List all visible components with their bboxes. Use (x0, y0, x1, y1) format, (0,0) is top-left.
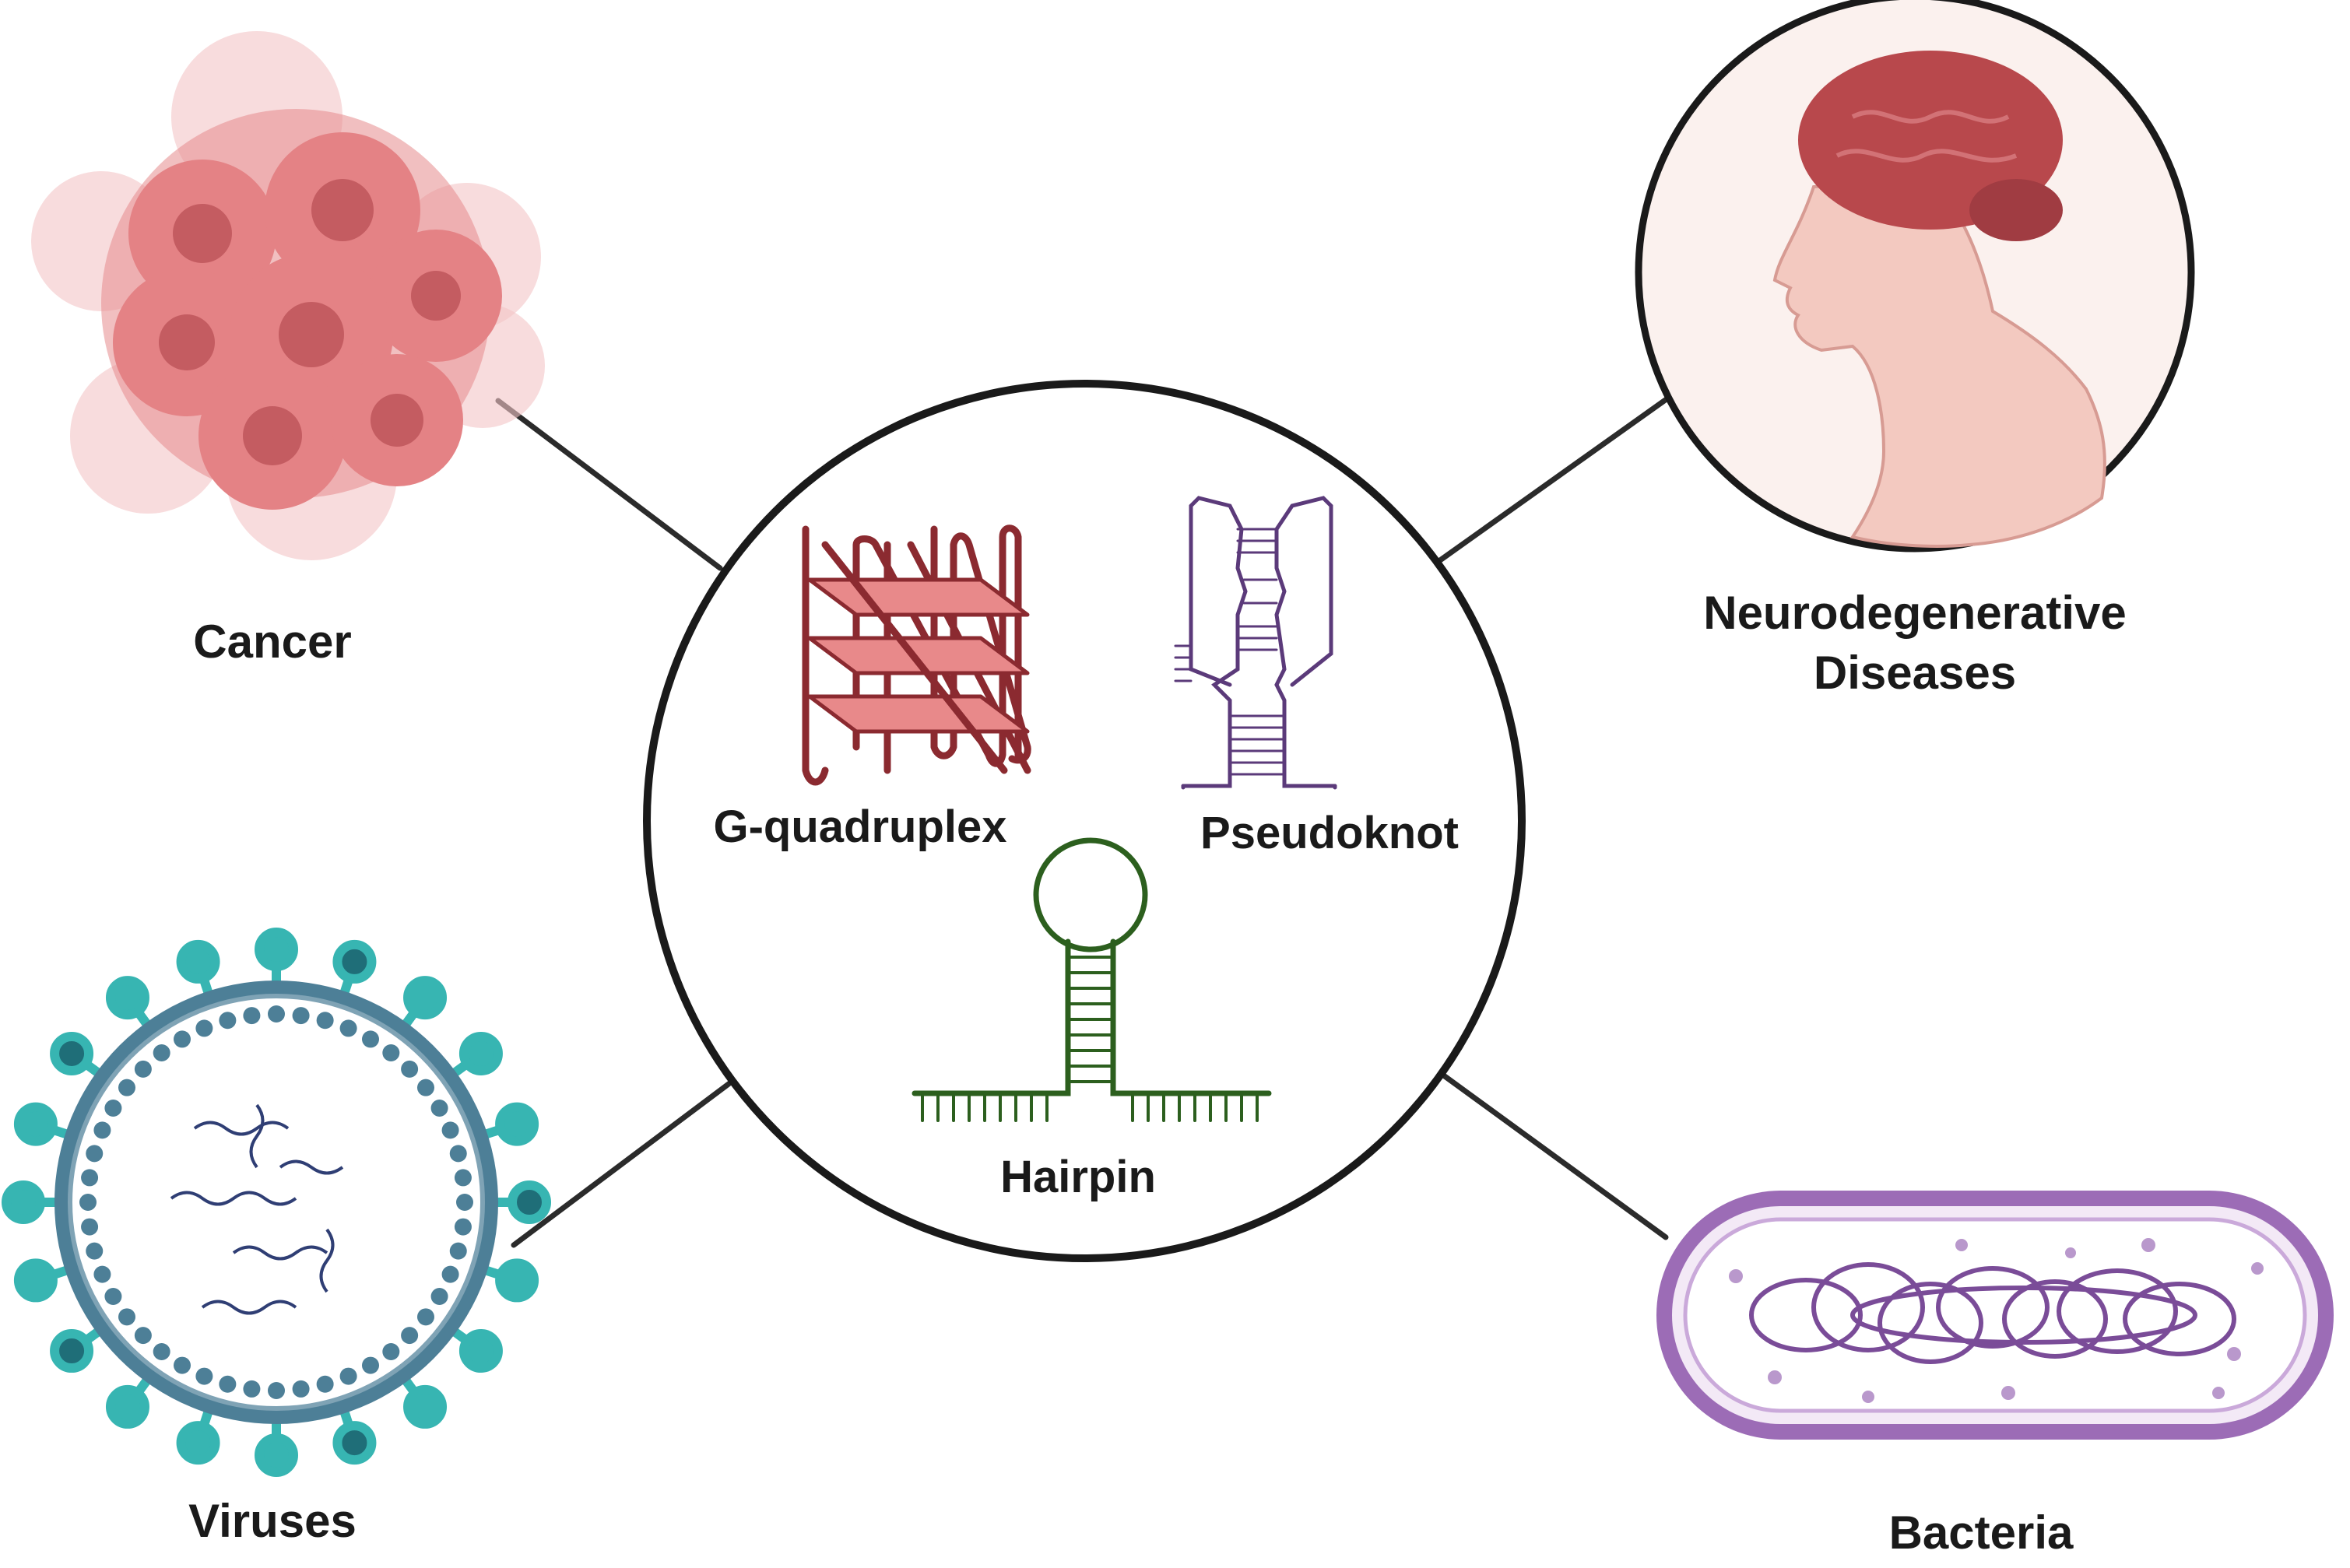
virus-membrane-dot (81, 1218, 99, 1236)
virus-membrane-dot (441, 1265, 459, 1283)
virus-membrane-dot (243, 1007, 261, 1025)
hairpin-label: Hairpin (1000, 1152, 1156, 1202)
cancer-cells-icon (31, 31, 545, 560)
virus-membrane-dot (134, 1327, 152, 1345)
virus-membrane-dot (219, 1375, 237, 1393)
hairpin-icon (912, 837, 1272, 1122)
bacteria-ribosomes (1729, 1238, 2264, 1403)
virus-membrane-dot (416, 1308, 434, 1326)
virus-membrane-dot (104, 1100, 122, 1117)
virus-membrane-dot (430, 1288, 448, 1305)
neurodegenerative-head-icon (1635, 0, 2195, 552)
bacterial-dna (1749, 1262, 2236, 1364)
virus-membrane-dot (449, 1242, 467, 1260)
virus-spike-head (176, 1421, 220, 1465)
virus-membrane-dot (316, 1375, 334, 1393)
virus-membrane-dot (362, 1030, 379, 1048)
g-quadruplex-label: G-quadruplex (713, 802, 1006, 852)
virus-spike-head (105, 1384, 149, 1429)
virus-membrane-dot (134, 1060, 152, 1078)
virus-spike-head (13, 1258, 58, 1303)
virus-membrane-dot (382, 1342, 400, 1360)
neurodegenerative-label-line1: Neurodegenerative (1703, 587, 2127, 639)
virus-membrane-dot (153, 1044, 170, 1062)
virus-membrane-dot (339, 1367, 357, 1385)
virus-membrane-dot (243, 1380, 261, 1398)
virus-membrane-dot (441, 1121, 459, 1139)
virus-spike-head (495, 1258, 539, 1303)
virus-membrane-dot (401, 1060, 419, 1078)
virus-membrane-dot (401, 1327, 419, 1345)
virus-membrane-dot (316, 1012, 334, 1030)
connector-lines (495, 394, 1673, 1248)
virus-membrane-dot (219, 1012, 237, 1030)
g-quartet-plate-3 (807, 694, 1030, 734)
virus-rna (170, 1103, 344, 1315)
pseudoknot-label: Pseudoknot (1200, 808, 1459, 858)
virus-spike-head (458, 1329, 503, 1373)
virus-membrane-dot (93, 1265, 111, 1283)
virus-membrane-dot (86, 1145, 104, 1163)
virus-spike-head (2, 1180, 45, 1224)
virus-membrane-dot (81, 1169, 99, 1187)
bacteria-icon (1656, 1191, 2334, 1440)
virus-membrane-dot (118, 1308, 136, 1326)
virus-membrane-dot (118, 1079, 136, 1096)
virus-membrane-dot (104, 1288, 122, 1305)
virus-spike-head (508, 1180, 551, 1224)
virus-spike-head (50, 1329, 94, 1373)
virus-membrane-dot (79, 1194, 97, 1211)
virus-spike-head (458, 1031, 503, 1075)
virus-spike-head (255, 928, 298, 971)
virus-membrane-dot (382, 1044, 400, 1062)
virus-spike-head (495, 1102, 539, 1146)
virus-spike-head (176, 939, 220, 984)
virus-spike-head (332, 1421, 377, 1465)
virus-icon (2, 928, 551, 1477)
virus-spike-head (403, 1384, 448, 1429)
pseudoknot-icon (1174, 496, 1337, 790)
hairpin-tails (921, 1092, 1259, 1122)
virus-spike-head (403, 976, 448, 1020)
g-quadruplex-icon (802, 524, 1031, 786)
virus-spike-head (332, 939, 377, 984)
virus-membrane-dot (454, 1218, 472, 1236)
virus-membrane-dot (454, 1169, 472, 1187)
pseudoknot-base-pairs (1174, 528, 1286, 776)
virus-spike-head (105, 976, 149, 1020)
virus-membrane-dot (449, 1145, 467, 1163)
virus-membrane-dot (195, 1019, 213, 1037)
virus-membrane-dot (292, 1007, 310, 1025)
cancer-label: Cancer (193, 616, 351, 668)
hairpin-base-pairs (1066, 956, 1115, 1083)
virus-membrane-dot (268, 1382, 285, 1399)
virus-membrane-dot (174, 1030, 191, 1048)
connector-bacteria (1433, 1067, 1669, 1240)
virus-membrane-dot (292, 1380, 310, 1398)
virus-membrane-dot (456, 1194, 473, 1211)
connector-viruses (511, 1079, 735, 1248)
virus-membrane-dot (416, 1079, 434, 1096)
virus-membrane-dot (362, 1356, 379, 1374)
connector-cancer (495, 398, 723, 571)
virus-spike-head (50, 1031, 94, 1075)
virus-spike-head (13, 1102, 58, 1146)
virus-membrane-dot (174, 1356, 191, 1374)
g-quartet-plates (807, 577, 1030, 734)
g-quartet-plate-2 (807, 636, 1030, 675)
virus-membrane-dot (86, 1242, 104, 1260)
bacteria-label: Bacteria (1889, 1507, 2074, 1559)
virus-membrane-dot (93, 1121, 111, 1139)
connector-neuro (1437, 394, 1673, 563)
virus-membrane-dot (195, 1367, 213, 1385)
virus-spike-head (255, 1433, 298, 1477)
neurodegenerative-label-line2: Diseases (1814, 647, 2016, 699)
virus-membrane-dot (339, 1019, 357, 1037)
hairpin-loop (1033, 837, 1148, 952)
virus-membrane-dot (268, 1005, 285, 1023)
viruses-label: Viruses (188, 1495, 357, 1547)
virus-membrane-dot (153, 1342, 170, 1360)
virus-membrane-dot (430, 1100, 448, 1117)
